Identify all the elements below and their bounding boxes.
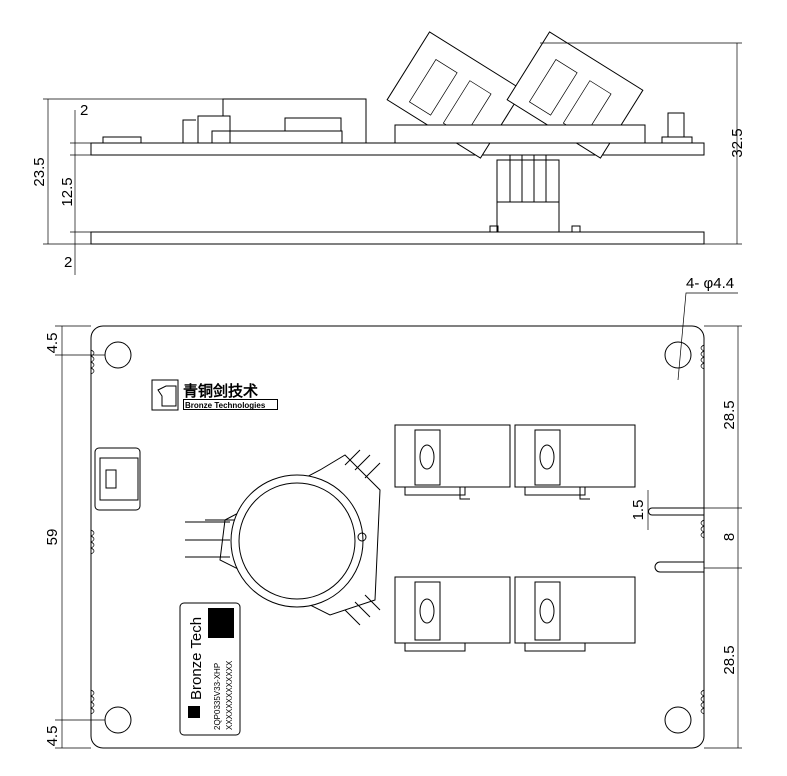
dim-top-edge: 4.5 bbox=[44, 333, 61, 354]
logo: 青铜剑技术 Bronze Technologies bbox=[151, 379, 278, 411]
dim-top-board: 2 bbox=[80, 102, 88, 119]
side-connector bbox=[94, 447, 141, 511]
rj-connector bbox=[394, 576, 511, 652]
slot bbox=[648, 507, 705, 516]
rj-connector bbox=[394, 424, 511, 500]
mask bbox=[394, 124, 646, 144]
component bbox=[182, 119, 196, 143]
button-base bbox=[661, 136, 693, 144]
side-view: 23.5 2 12.5 2 32.5 bbox=[31, 31, 746, 275]
side-dimensions: 23.5 2 12.5 2 32.5 bbox=[31, 42, 746, 275]
label-brand: Bronze Tech bbox=[188, 617, 205, 700]
mounting-hole bbox=[664, 341, 692, 369]
datamatrix-code bbox=[208, 608, 234, 638]
top-view: 青铜剑技术 Bronze Technologies bbox=[44, 275, 742, 749]
top-board bbox=[90, 142, 705, 156]
logo-english-text: Bronze Technologies bbox=[185, 401, 266, 410]
push-button bbox=[667, 112, 685, 138]
dim-upper-section: 28.5 bbox=[721, 400, 738, 429]
rj-connectors bbox=[394, 424, 636, 652]
brand-mark-icon bbox=[188, 706, 200, 718]
bottom-board bbox=[90, 231, 705, 245]
component-housing bbox=[222, 98, 367, 143]
label-serial: XXXXXXXXXXXXX bbox=[225, 660, 234, 730]
board-connector bbox=[489, 155, 581, 233]
dim-hole-spec: 4- φ4.4 bbox=[686, 275, 734, 292]
mounting-hole bbox=[664, 706, 692, 734]
product-label: Bronze Tech 2QP0335V33-XHP XXXXXXXXXXXXX bbox=[179, 602, 241, 736]
component bbox=[284, 117, 342, 132]
label-model: 2QP0335V33-XHP bbox=[213, 663, 222, 730]
logo-chinese-text: 青铜剑技术 bbox=[183, 382, 258, 400]
dim-bottom-board: 2 bbox=[64, 254, 72, 271]
rj-connector bbox=[514, 576, 636, 652]
mounting-hole bbox=[104, 706, 132, 734]
mounting-hole bbox=[104, 341, 132, 369]
board-outline bbox=[90, 325, 705, 749]
dim-gap: 8 bbox=[721, 533, 738, 541]
dim-overall-height: 32.5 bbox=[729, 128, 746, 157]
edge-notches bbox=[90, 344, 705, 715]
dim-slot: 1.5 bbox=[630, 500, 647, 521]
slot bbox=[654, 561, 705, 573]
current-sensor bbox=[185, 449, 381, 626]
component bbox=[211, 130, 343, 144]
rj-connector bbox=[514, 424, 636, 500]
dim-width: 59 bbox=[44, 529, 61, 546]
dim-spacing: 12.5 bbox=[59, 177, 76, 206]
dim-bottom-edge: 4.5 bbox=[44, 726, 61, 747]
component bbox=[102, 136, 142, 144]
component bbox=[197, 115, 231, 144]
dim-total-height: 23.5 bbox=[31, 157, 48, 186]
dim-lower-section: 28.5 bbox=[721, 645, 738, 674]
top-dimensions: 4.5 59 4.5 4- φ4.4 28.5 8 28.5 1.5 bbox=[44, 275, 742, 749]
